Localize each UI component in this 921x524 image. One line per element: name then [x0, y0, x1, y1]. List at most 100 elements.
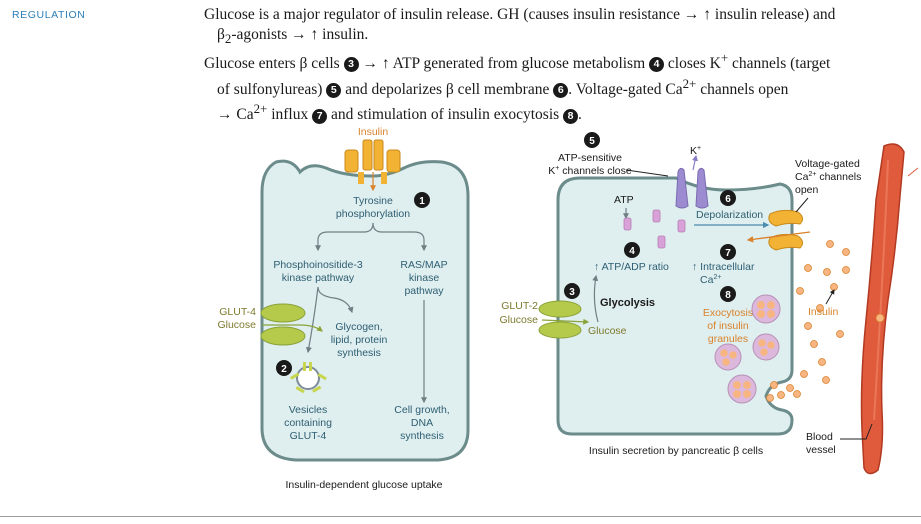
- body-text-span: and depolarizes β cell membrane: [345, 80, 550, 98]
- glut2-transporter-icon: [538, 300, 582, 339]
- growth-label: DNA: [411, 417, 433, 429]
- glucose-label: Glucose: [217, 319, 256, 331]
- body-text-span: and stimulation of insulin exocytosis: [330, 106, 560, 124]
- k-label: K+: [690, 145, 701, 157]
- right-caption: Insulin secretion by pancreatic β cells: [589, 445, 763, 457]
- exocytosis-label: Exocytosis: [703, 307, 753, 319]
- step-3-badge: 3: [343, 57, 359, 73]
- superscript: 2+: [682, 75, 697, 91]
- body-text-span: closes K: [667, 55, 721, 73]
- step-5-badge: [584, 132, 600, 148]
- blood-vessel-label: vessel: [806, 444, 836, 456]
- right-cell-membrane: [556, 176, 794, 436]
- glycolysis-arrow: [592, 274, 599, 323]
- vesicle-icon: [290, 362, 327, 394]
- atp-sensitive-label: ATP-sensitive: [558, 152, 622, 164]
- step-8-number: 8: [725, 290, 731, 301]
- step-1-badge: [414, 192, 430, 208]
- step-3-number: 3: [569, 287, 575, 298]
- body-text-span: → Ca: [217, 106, 254, 124]
- growth-label: synthesis: [400, 430, 444, 442]
- exocytosis-label: granules: [708, 333, 748, 345]
- body-text-span: channels (target: [728, 55, 831, 73]
- blood-vessel-label: Blood: [806, 431, 833, 443]
- ras-label: kinase: [409, 272, 440, 284]
- pointer-line: [825, 289, 835, 305]
- step-2-number: 2: [281, 364, 287, 375]
- pi3k-label: Phosphoinositide-3: [273, 259, 362, 271]
- glucose-in-label: Glucose: [588, 325, 627, 337]
- body-text: Glucose is a major regulator of insulin …: [204, 5, 916, 125]
- pi3k-label: kinase pathway: [282, 272, 355, 284]
- arrow: [317, 286, 354, 314]
- step-5-badge: 5: [326, 82, 342, 98]
- growth-label: Cell growth,: [394, 404, 449, 416]
- glucose-arrow: [541, 318, 590, 325]
- glycogen-label: lipid, protein: [331, 334, 388, 346]
- step-3-badge: [564, 283, 580, 299]
- body-text-span: channels open: [696, 80, 789, 98]
- step-8-badge: [720, 286, 736, 302]
- arrow: [305, 286, 319, 354]
- body-text-span: Glucose is a major regulator of insulin …: [204, 6, 836, 23]
- vgc-label: Voltage-gated: [795, 158, 860, 170]
- glycolysis-label: Glycolysis: [600, 297, 655, 309]
- glut4-transporter-icon: [260, 303, 306, 346]
- depolarization-label: Depolarization: [696, 209, 763, 221]
- insulin-label: Insulin: [358, 126, 389, 138]
- glut2-label: GLUT-2: [501, 300, 538, 312]
- left-panel: Insulin Tyrosine phosphorylation 1 Phosp…: [217, 126, 470, 491]
- insulin-granule-icon: [727, 374, 757, 404]
- vesicles-label: GLUT-4: [290, 430, 327, 442]
- glycogen-label: synthesis: [337, 347, 381, 359]
- atp-adp-label: ↑ ATP/ADP ratio: [594, 261, 669, 273]
- step-6-badge: [720, 190, 736, 206]
- exocytosis-label: of insulin: [707, 320, 749, 332]
- insulin-molecule-icon: [766, 240, 850, 402]
- pointer-line: [840, 423, 873, 440]
- divider: [0, 516, 921, 517]
- ca-influx-arrow: [746, 231, 811, 243]
- insulin-granule-icon: [714, 343, 742, 371]
- step-6-badge: 6: [553, 82, 569, 98]
- right-panel: K+ 5 ATP-sensitive K+ channels close ATP…: [499, 132, 919, 475]
- pointer-line: [795, 197, 809, 213]
- step-6-number: 6: [725, 194, 731, 205]
- step-7-badge: 7: [312, 108, 328, 124]
- body-line-4: of sulfonylureas) 5 and depolarizes β ce…: [204, 74, 916, 100]
- body-text-span: of sulfonylureas): [217, 80, 323, 98]
- insulin-receptor-icon: [344, 139, 401, 184]
- vgc-label: open: [795, 184, 819, 196]
- pointer-line: [625, 169, 669, 177]
- vesicles-label: Vesicles: [289, 404, 328, 416]
- insulin-granule-icon: [751, 294, 781, 324]
- step-7-number: 7: [725, 248, 731, 259]
- body-text-span: .: [578, 106, 582, 124]
- left-caption: Insulin-dependent glucose uptake: [285, 479, 442, 491]
- step-4-number: 4: [629, 246, 635, 257]
- blood-vessel-icon: [860, 143, 905, 475]
- vgc-label: Ca2+ channels: [795, 171, 861, 183]
- arrow: [692, 154, 698, 171]
- k-channel-icon: [675, 167, 709, 209]
- insulin-granule-icon: [752, 333, 780, 361]
- atp-sensitive-label: K+ channels close: [548, 165, 632, 177]
- branch-connector: [315, 222, 374, 252]
- intracellular-label: ↑ Intracellular: [692, 261, 755, 273]
- ras-label: RAS/MAP: [400, 259, 447, 271]
- glucose-arrow: [262, 324, 323, 332]
- intracellular-label: Ca2+: [700, 274, 721, 286]
- glucose-out-label: Glucose: [499, 314, 538, 326]
- branch-connector: [372, 222, 427, 252]
- tyrosine-label: Tyrosine: [353, 195, 393, 207]
- atp-label: ATP: [614, 194, 634, 206]
- subscript: 2: [224, 30, 232, 46]
- superscript: +: [720, 50, 729, 66]
- tyrosine-label: phosphorylation: [336, 208, 410, 220]
- body-text-span: → ↑ ATP generated from glucose metabolis…: [362, 55, 646, 73]
- ras-label: pathway: [404, 285, 444, 297]
- step-4-badge: [624, 242, 640, 258]
- body-line-5: → Ca2+ influx 7 and stimulation of insul…: [204, 99, 916, 125]
- superscript: 2+: [253, 101, 268, 117]
- pointer-line: [907, 167, 919, 177]
